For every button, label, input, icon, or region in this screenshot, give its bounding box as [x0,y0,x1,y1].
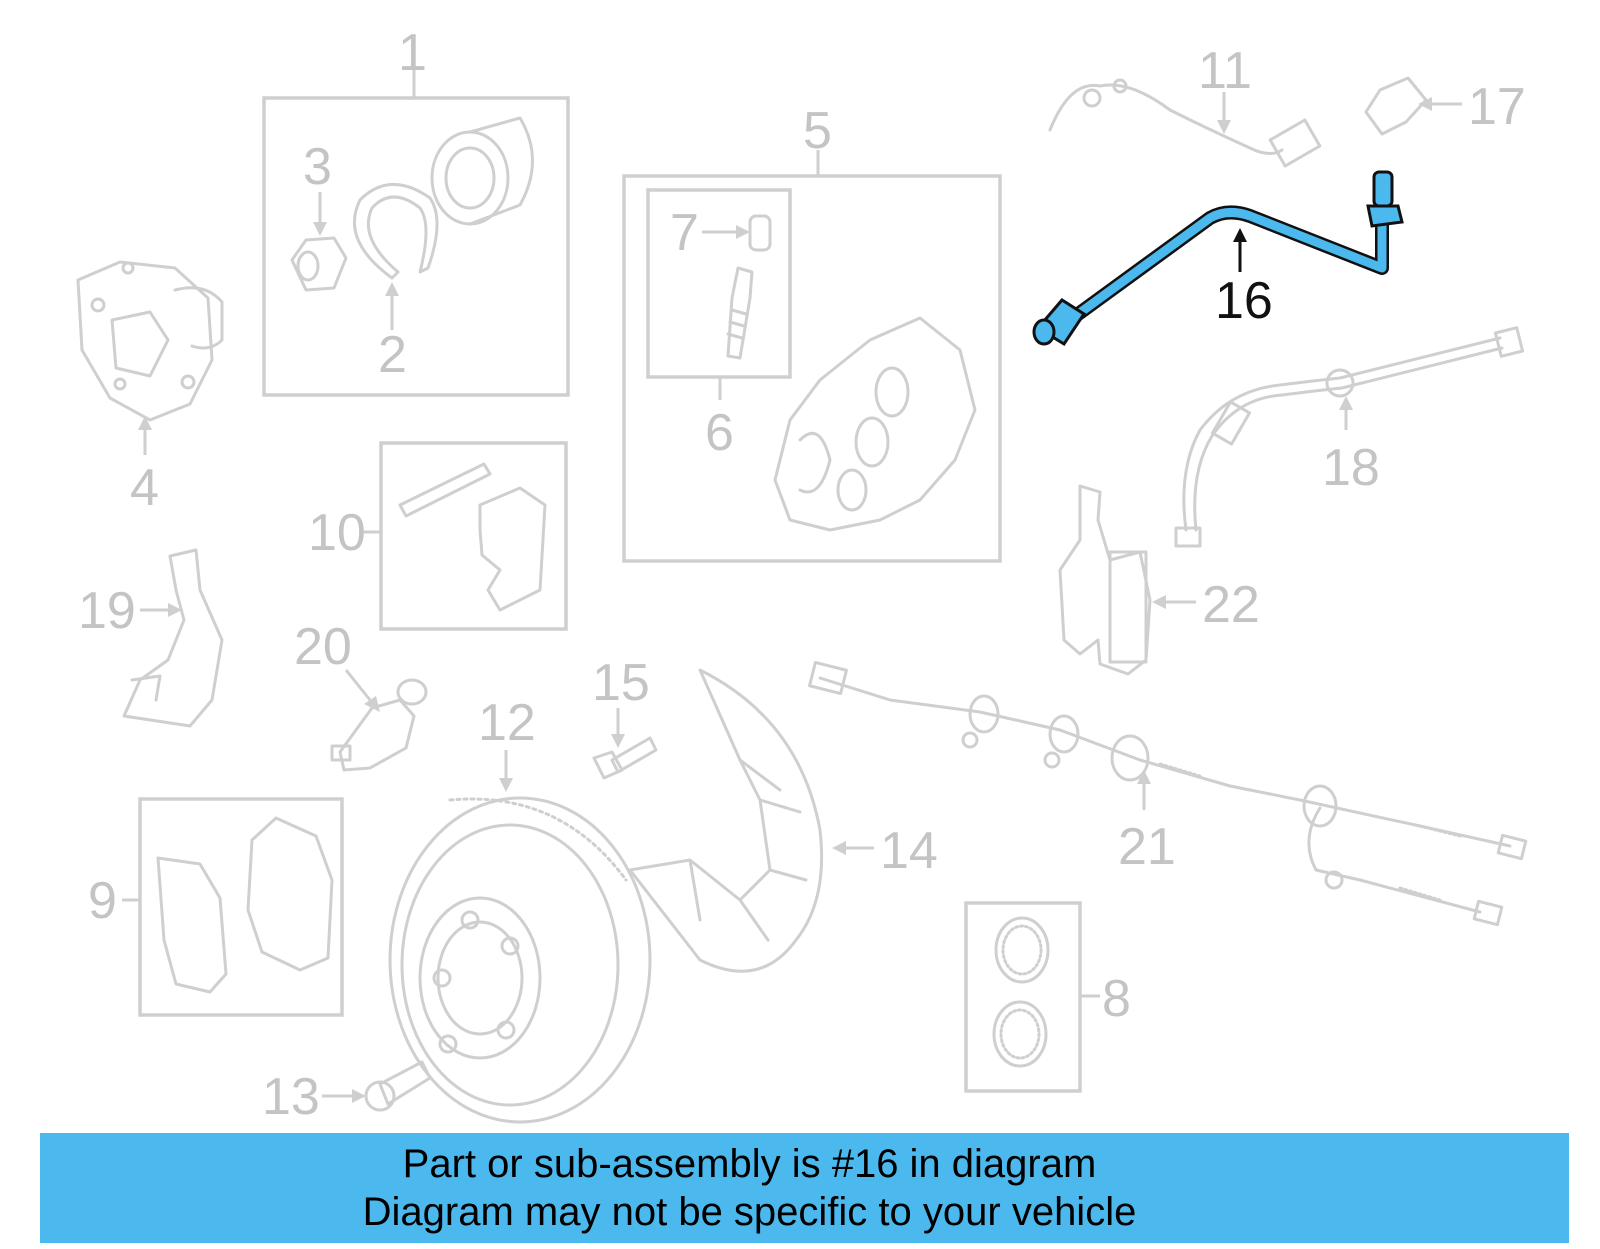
banner-line-1: Part or sub-assembly is #16 in diagram [402,1142,1097,1186]
callout-7: 7 [670,204,699,262]
wear-sensor-cable-11 [1048,78,1322,168]
callout-6: 6 [705,404,734,462]
brake-pad-right [246,816,334,972]
callout-15: 15 [592,654,650,712]
box-8 [964,901,1082,1093]
axle-nut [290,236,348,292]
callout-20: 20 [294,618,352,676]
callout-9: 9 [88,872,117,930]
bleeder-screw [726,266,754,360]
brake-rotor [388,796,652,1124]
callout-14: 14 [880,822,938,880]
guide-pin [398,462,492,518]
callout-3: 3 [303,138,332,196]
callout-19: 19 [78,582,136,640]
callout-17: 17 [1468,78,1526,136]
brake-pad-left [156,856,228,994]
bolt-15 [592,736,658,780]
callout-4: 4 [130,459,159,517]
box-1 [262,96,570,397]
box-5 [622,174,1002,563]
brake-hose-18 [1174,326,1525,548]
callout-21: 21 [1118,818,1176,876]
seal-lower [992,1000,1048,1068]
clip-17 [1364,76,1428,136]
callout-16: 16 [1215,272,1273,330]
pad-spring [478,486,547,612]
seal-upper [994,916,1050,984]
callout-1: 1 [398,24,427,82]
circlip [352,183,439,280]
callout-12: 12 [478,694,536,752]
sensor-harness-21 [808,660,1528,927]
callout-13: 13 [262,1068,320,1126]
box-9 [138,797,344,1017]
brake-caliper [773,316,977,532]
wheel-bearing [430,116,534,226]
bolt-13 [364,1060,432,1112]
callout-11: 11 [1198,42,1252,100]
callout-2: 2 [378,326,407,384]
callout-18: 18 [1322,439,1380,497]
callout-5: 5 [803,102,832,160]
brake-line-16 [1032,170,1404,347]
banner-line-2: Diagram may not be specific to your vehi… [362,1190,1137,1234]
bleeder-cap [748,214,772,252]
caliper-bracket-22 [1058,484,1152,676]
speed-sensor-20 [330,678,428,772]
info-banner: Part or sub-assembly is #16 in diagram D… [40,1133,1569,1243]
callout-22: 22 [1202,576,1260,634]
bracket-19 [122,548,224,728]
splash-shield [628,668,824,973]
wheel-hub [76,260,224,422]
box-10 [379,441,568,631]
callout-8: 8 [1102,970,1131,1028]
callout-10: 10 [308,504,366,562]
